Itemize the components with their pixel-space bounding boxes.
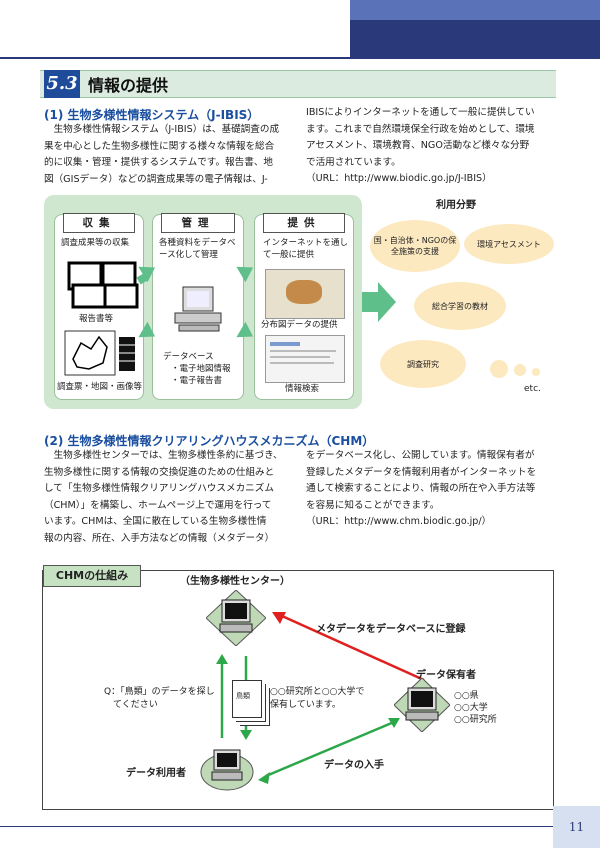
database-item-report: ・電子報告書 — [171, 376, 223, 386]
header-accent-stripe — [350, 0, 600, 20]
manage-text: 各種資料をデータベース化して管理 — [159, 238, 236, 260]
chm-diagram-box — [42, 570, 554, 810]
usage-bubble-medium — [514, 364, 526, 376]
section-number: 5.3 — [44, 70, 80, 98]
holder-list: ○○県○○大学○○研究所 — [454, 691, 497, 725]
manage-title: 管理 — [161, 213, 235, 233]
user-computer-icon — [200, 749, 254, 791]
section-title: 情報の提供 — [88, 76, 169, 95]
manage-column: 管理 各種資料をデータベース化して管理 データベース ・電子地図情報 ・電子報告… — [152, 213, 244, 400]
chm-paragraph-right: をデータベース化し、公開しています。情報保有者が登録したメタデータを情報利用者が… — [306, 448, 558, 531]
database-item-map: ・電子地図情報 — [171, 364, 231, 374]
header-rule — [0, 57, 600, 59]
usage-environmental-assessment: 環境アセスメント — [464, 224, 554, 264]
collect-text: 調査成果等の収集 — [61, 238, 130, 248]
center-label: （生物多様性センター） — [180, 576, 290, 587]
usage-research: 調査研究 — [380, 340, 466, 388]
database-title: データベース — [163, 352, 214, 362]
collect-caption-surveys: 調査票・地図・画像等 — [57, 382, 143, 392]
center-computer-icon — [206, 590, 266, 646]
usage-title: 利用分野 — [436, 200, 476, 211]
provide-caption-search: 情報検索 — [285, 384, 320, 394]
provide-title: 提供 — [263, 213, 345, 233]
survey-map-icon — [64, 330, 135, 376]
usage-policy-support: 国・自治体・NGOの保全施策の支援 — [370, 220, 460, 272]
answer-text: ○○研究所と○○大学で保有しています。 — [270, 687, 365, 710]
register-label: メタデータをデータベースに登録 — [316, 624, 466, 635]
search-page-screenshot — [265, 335, 345, 383]
file-stack-icon: 鳥類 — [232, 680, 262, 718]
footer-rule — [0, 826, 600, 827]
report-books-icon — [67, 261, 139, 309]
to-usage-arrow-icon — [362, 282, 396, 322]
distribution-map-screenshot — [265, 269, 345, 319]
page-number: 11 — [553, 806, 600, 848]
provide-text: インターネットを通して一般に提供 — [263, 238, 349, 260]
database-computer-icon — [174, 286, 222, 332]
query-text: Q：「鳥類」のデータを探し てください — [104, 687, 215, 710]
collect-title: 収集 — [63, 213, 135, 233]
user-label: データ利用者 — [126, 768, 186, 779]
jibis-paragraph-right: IBISによりインターネットを通して一般に提供しています。これまで自然環境保全行… — [306, 105, 558, 188]
jibis-heading: (1) 生物多様性情報システム（J-IBIS） — [44, 108, 260, 122]
section-title-band — [40, 70, 556, 98]
collect-caption-reports: 報告書等 — [79, 314, 114, 324]
chm-heading: (2) 生物多様性情報クリアリングハウスメカニズム（CHM） — [44, 434, 375, 448]
usage-bubble-small — [532, 368, 540, 376]
usage-education: 総合学習の教材 — [414, 282, 506, 330]
register-arrow-icon — [272, 612, 425, 682]
jibis-paragraph-left: 生物多様性情報システム（J-IBIS）は、基礎調査の成果を中心とした生物多様性に… — [44, 124, 280, 185]
obtain-arrow-icon — [258, 718, 400, 784]
holder-label: データ保有者 — [416, 670, 476, 681]
file-label: 鳥類 — [236, 692, 250, 700]
chm-diagram-tag: CHMの仕組み — [43, 565, 141, 587]
holder-computer-icon — [394, 678, 450, 732]
provide-column: 提供 インターネットを通して一般に提供 分布図データの提供 情報検索 — [254, 213, 354, 400]
usage-etc: etc. — [524, 384, 541, 394]
chm-paragraph-left: 生物多様性センターでは、生物多様性条約に基づき、生物多様性に関する情報の交換促進… — [44, 450, 283, 544]
chm-url: （URL：http://www.chm.biodic.go.jp/） — [306, 516, 492, 527]
collect-column: 収集 調査成果等の収集 報告書等 調査票・地図・画像等 — [54, 213, 144, 400]
obtain-label: データの入手 — [324, 760, 384, 771]
jibis-url: （URL：http://www.biodic.go.jp/J-IBIS） — [306, 173, 492, 184]
provide-caption-distribution: 分布図データの提供 — [261, 320, 338, 330]
usage-bubble-large — [490, 360, 508, 378]
